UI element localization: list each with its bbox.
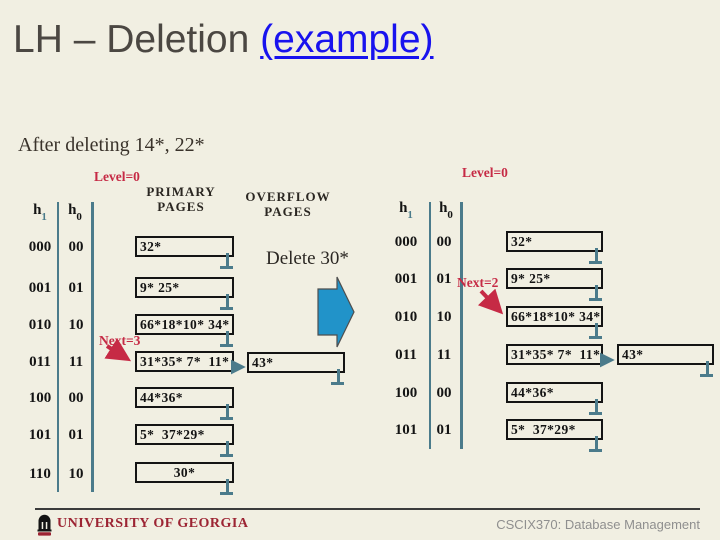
right-row-h0: 01 — [436, 271, 452, 287]
overflow-bucket-left: 43* — [247, 352, 345, 373]
right-level-label: Level=0 — [462, 165, 508, 180]
bucket-right-011: 31*35* 7* 11* — [506, 344, 603, 365]
left-row-h0: 01 — [68, 427, 84, 443]
left-row-h1: 110 — [29, 466, 51, 482]
footer-course-label: CSCIX370: Database Management — [496, 517, 700, 532]
end-of-chain-marker — [220, 404, 233, 420]
bucket-right-100: 44*36* — [506, 382, 603, 403]
end-of-chain-marker — [589, 323, 602, 339]
footer-divider — [35, 508, 700, 510]
left-row-h0: 11 — [68, 354, 84, 370]
delete-arrow-icon — [317, 276, 355, 348]
right-table-border-line — [460, 202, 463, 449]
end-of-chain-marker — [589, 436, 602, 452]
end-of-chain-marker — [589, 248, 602, 264]
end-of-chain-marker — [589, 285, 602, 301]
end-of-chain-marker — [220, 294, 233, 310]
left-h1-header: h1 — [33, 202, 47, 223]
title-text: LH – Deletion — [13, 18, 261, 61]
right-row-h0: 11 — [436, 347, 452, 363]
left-row-h0: 01 — [68, 280, 84, 296]
title-example-link[interactable]: (example) — [260, 18, 434, 61]
left-row-h0: 10 — [68, 466, 84, 482]
right-row-h0: 00 — [436, 234, 452, 250]
left-row-h1: 010 — [28, 317, 52, 333]
right-row-h1: 001 — [394, 271, 418, 287]
right-row-h0: 01 — [436, 422, 452, 438]
end-of-chain-marker — [220, 441, 233, 457]
bucket-left-110: 30* — [135, 462, 234, 483]
right-row-h1: 101 — [394, 422, 418, 438]
right-row-h1: 011 — [395, 347, 417, 363]
footer-organization: UNIVERSITY OF GEORGIA — [57, 516, 249, 531]
right-table-divider-line — [429, 202, 431, 449]
left-primary-pages-header: PRIMARY PAGES — [146, 184, 216, 214]
right-next-arrow-icon — [477, 288, 504, 315]
end-of-chain-marker — [331, 369, 344, 385]
subtitle: After deleting 14*, 22* — [18, 134, 205, 156]
page-title: LH – Deletion (example) — [13, 18, 434, 62]
left-row-h1: 101 — [28, 427, 52, 443]
left-row-h0: 10 — [68, 317, 84, 333]
left-row-h0: 00 — [68, 390, 84, 406]
bucket-left-101: 5* 37*29* — [135, 424, 234, 445]
bucket-left-011: 31*35* 7* 11* — [135, 351, 234, 372]
bucket-left-000: 32* — [135, 236, 234, 257]
right-row-h0: 10 — [436, 309, 452, 325]
right-row-h0: 00 — [436, 385, 452, 401]
right-row-h1: 010 — [394, 309, 418, 325]
left-row-h1: 000 — [28, 239, 52, 255]
bucket-right-101: 5* 37*29* — [506, 419, 603, 440]
left-row-h1: 011 — [29, 354, 51, 370]
end-of-chain-marker — [220, 479, 233, 495]
delete-action-label: Delete 30* — [266, 248, 349, 269]
left-overflow-pages-header: OVERFLOW PAGES — [245, 189, 331, 219]
bucket-right-000: 32* — [506, 231, 603, 252]
end-of-chain-marker — [700, 361, 713, 377]
end-of-chain-marker — [220, 331, 233, 347]
left-level-label: Level=0 — [94, 169, 140, 184]
left-row-h0: 00 — [68, 239, 84, 255]
university-arch-icon — [37, 514, 52, 536]
bucket-right-001: 9* 25* — [506, 268, 603, 289]
bucket-left-001: 9* 25* — [135, 277, 234, 298]
left-table-border-line — [91, 202, 94, 492]
bucket-left-010: 66*18*10* 34* — [135, 314, 234, 335]
left-next-pointer-label: Next=3 — [99, 333, 141, 348]
right-h0-header: h0 — [439, 200, 453, 221]
bucket-left-100: 44*36* — [135, 387, 234, 408]
right-row-h1: 100 — [394, 385, 418, 401]
left-table-divider-line — [57, 202, 59, 492]
right-row-h1: 000 — [394, 234, 418, 250]
right-next-pointer-label: Next=2 — [457, 275, 499, 290]
left-row-h1: 001 — [28, 280, 52, 296]
right-h1-header: h1 — [399, 200, 413, 221]
bucket-right-010: 66*18*10* 34* — [506, 306, 603, 327]
end-of-chain-marker — [589, 399, 602, 415]
left-h0-header: h0 — [68, 202, 82, 223]
end-of-chain-marker — [220, 253, 233, 269]
overflow-bucket-right: 43* — [617, 344, 714, 365]
left-row-h1: 100 — [28, 390, 52, 406]
